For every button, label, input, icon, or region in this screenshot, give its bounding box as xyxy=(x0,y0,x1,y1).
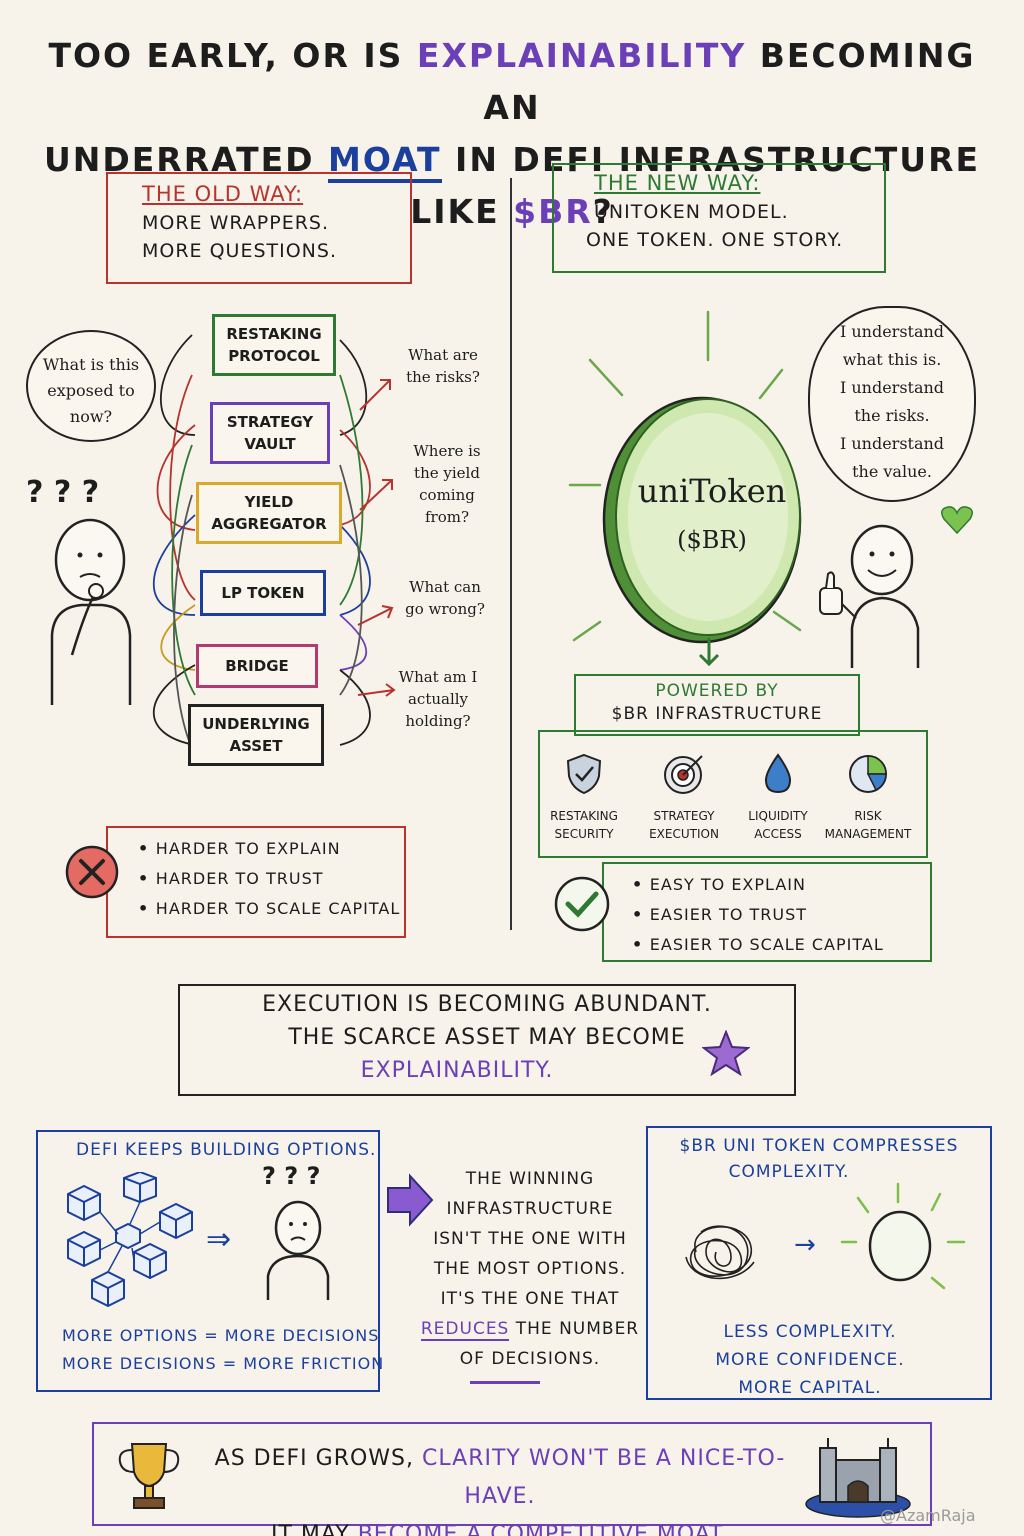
x-mark-icon xyxy=(65,845,119,899)
footer-box xyxy=(92,1422,932,1526)
happy-person-icon xyxy=(819,524,920,668)
statement-box: Execution is becoming abundant. The scar… xyxy=(178,984,796,1096)
statement-line-1: Execution is becoming abundant. xyxy=(262,992,712,1017)
token-glow-rays xyxy=(568,310,802,642)
stack-restaking-protocol: Restaking Protocol xyxy=(212,314,336,376)
stack-lp-token: LP Token xyxy=(200,570,326,616)
arrow-right-2-icon: → xyxy=(794,1230,816,1260)
new-way-heading: The new way: xyxy=(594,171,761,195)
winning-infrastructure-text: The winning infrastructure isn't the one… xyxy=(420,1169,640,1369)
old-way-line-2: More questions. xyxy=(142,240,337,262)
stack-underlying-asset: Underlying Asset xyxy=(188,704,324,766)
statement-line-3: Explainability. xyxy=(360,1058,554,1083)
shield-icon xyxy=(566,753,602,795)
question-yield: Where is the yield coming from? xyxy=(413,442,481,526)
pie-chart-icon xyxy=(849,755,887,793)
equation-2: More decisions = more friction xyxy=(62,1354,385,1373)
pros-item: Easier to trust xyxy=(632,900,930,930)
cons-list: Harder to explain Harder to trust Harder… xyxy=(138,834,404,924)
underline-stroke xyxy=(470,1381,540,1384)
features-box xyxy=(538,730,928,858)
happy-speech-bubble: I understand what this is. I understand … xyxy=(808,306,976,502)
confused-person-icon xyxy=(50,518,132,705)
new-way-line-1: uniToken model. xyxy=(594,201,789,223)
options-panel: DeFi keeps building options. xyxy=(36,1130,380,1392)
new-way-box: The new way: uniToken model. One token. … xyxy=(552,163,886,273)
old-way-box: The old way: More wrappers. More questio… xyxy=(106,172,412,284)
feature-risk-management: Risk Management xyxy=(822,752,914,843)
new-way-line-2: One token. One story. xyxy=(586,229,844,251)
question-risks: What are the risks? xyxy=(406,346,480,386)
compress-heading-2: complexity. xyxy=(728,1162,850,1182)
star-icon xyxy=(702,1030,750,1076)
unitoken-ticker: ($BR) xyxy=(677,526,747,554)
feature-liquidity-access: Liquidity Access xyxy=(732,752,824,843)
check-mark-icon xyxy=(554,876,610,932)
stack-yield-aggregator: Yield Aggregator xyxy=(196,482,342,544)
stack-strategy-vault: Strategy Vault xyxy=(210,402,330,464)
unitoken-name: uniToken xyxy=(637,472,787,510)
powered-by-box: Powered by $BR infrastructure xyxy=(574,674,860,736)
thinking-marks: ? ? ? xyxy=(262,1162,321,1190)
arrow-down-icon xyxy=(698,638,720,667)
big-arrow-icon xyxy=(387,1173,434,1227)
reduces-word: reduces xyxy=(420,1319,510,1341)
section-divider xyxy=(510,178,512,930)
old-way-line-1: More wrappers. xyxy=(142,212,330,234)
heart-icon xyxy=(941,506,973,535)
cons-item: Harder to explain xyxy=(138,834,404,864)
title-line-1: Too early, or is Explainability becoming… xyxy=(48,36,976,127)
cubes-icon xyxy=(67,1172,193,1308)
title-br: $BR xyxy=(513,192,593,231)
title-explainability: Explainability xyxy=(416,36,747,75)
watermark: @AzamRaja xyxy=(880,1506,976,1525)
pros-list: Easy to explain Easier to trust Easier t… xyxy=(632,870,930,960)
droplet-icon xyxy=(764,753,792,794)
compress-panel: $BR Uni Token compresses complexity. xyxy=(646,1126,992,1400)
worried-person-icon xyxy=(266,1200,330,1300)
footer-text: As DeFi grows, clarity won't be a nice-t… xyxy=(214,1446,786,1536)
pros-item: Easy to explain xyxy=(632,870,930,900)
statement-line-2: The scarce asset may become xyxy=(288,1025,686,1050)
powered-by-line-2: $BR infrastructure xyxy=(611,704,823,724)
unitoken-coin xyxy=(602,396,802,644)
powered-by-line-1: Powered by xyxy=(655,681,779,701)
equation-1: More options = more decisions xyxy=(62,1326,380,1345)
tangle-icon xyxy=(685,1225,755,1280)
target-icon xyxy=(664,755,703,794)
cons-item: Harder to scale capital xyxy=(138,894,404,924)
pros-item: Easier to scale capital xyxy=(632,930,930,960)
question-holding: What am I actually holding? xyxy=(398,668,478,730)
trophy-icon xyxy=(118,1443,180,1509)
old-way-heading: The old way: xyxy=(142,182,304,206)
feature-restaking-security: Restaking Security xyxy=(538,752,630,843)
arrow-right-icon: ⇒ xyxy=(206,1222,232,1257)
cons-item: Harder to trust xyxy=(138,864,404,894)
cons-box: Harder to explain Harder to trust Harder… xyxy=(106,826,406,938)
stack-bridge: Bridge xyxy=(196,644,318,688)
question-arrows xyxy=(357,379,396,697)
compress-lines: Less complexity. More confidence. More c… xyxy=(715,1322,905,1398)
question-go-wrong: What can go wrong? xyxy=(405,578,485,618)
question-marks: ? ? ? xyxy=(26,475,100,510)
feature-strategy-execution: Strategy Execution xyxy=(638,752,730,843)
castle-icon xyxy=(805,1438,911,1518)
pros-box: Easy to explain Easier to trust Easier t… xyxy=(602,862,932,962)
confused-speech-bubble: What is this exposed to now? xyxy=(26,330,156,442)
options-heading: DeFi keeps building options. xyxy=(76,1140,377,1160)
clean-sphere-icon xyxy=(840,1182,966,1290)
compress-heading-1: $BR Uni Token compresses xyxy=(679,1136,959,1156)
